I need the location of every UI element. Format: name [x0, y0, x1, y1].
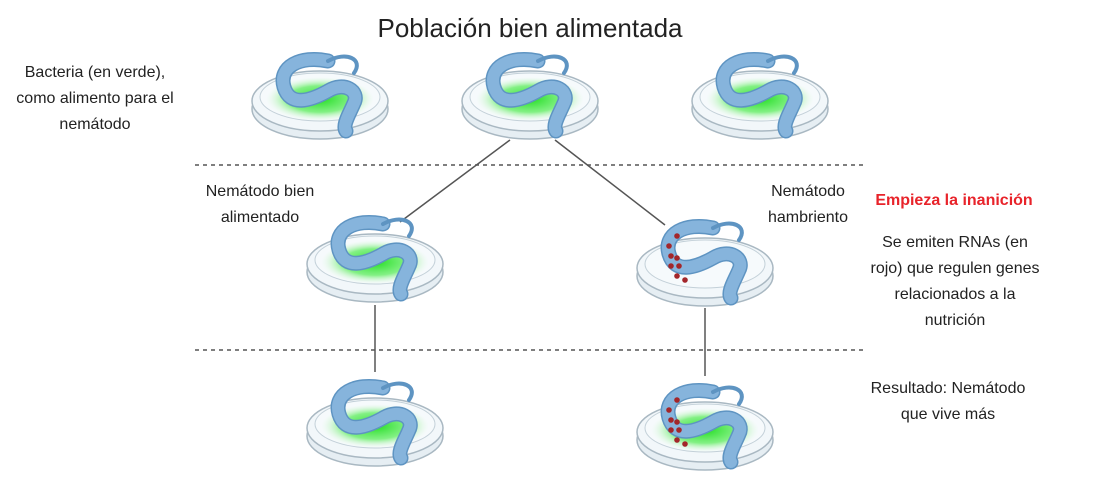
rna-dot — [668, 253, 674, 259]
rna-dot — [674, 255, 680, 261]
nematode-tail — [381, 381, 414, 402]
rna-description: Se emiten RNAs (en rojo) que regulen gen… — [870, 230, 1039, 334]
petri-dish-population-2 — [461, 52, 599, 140]
rna-dot — [666, 407, 672, 413]
nematode-icon — [662, 220, 747, 304]
nematode-icon — [487, 53, 572, 137]
nematode-tail — [711, 385, 744, 406]
bacteria-label-line: Bacteria (en verde), — [24, 64, 166, 81]
bacteria-label: Bacteria (en verde), como alimento para … — [16, 60, 173, 138]
hungry-label-line: Nemátodo — [771, 183, 845, 200]
rna-dot — [666, 243, 672, 249]
rna-description-line: Se emiten RNAs (en — [882, 234, 1028, 251]
hungry-label-line: hambriento — [767, 209, 849, 226]
nematode-icon — [332, 216, 417, 300]
nematode-tail — [711, 221, 744, 242]
well-fed-label-line: alimentado — [220, 209, 300, 226]
petri-dish-well-fed-offspring — [306, 379, 444, 467]
rna-dot — [676, 427, 682, 433]
rna-dot — [674, 419, 680, 425]
rna-dot — [674, 273, 680, 279]
well-fed-label: Nemátodo bien alimentado — [206, 179, 315, 231]
nematode-tail — [326, 54, 359, 75]
connector-to-well-fed — [399, 139, 511, 223]
result-label-line: Resultado: Nemátodo — [870, 380, 1026, 397]
rna-dot — [668, 417, 674, 423]
starvation-label: Empieza la inanición — [875, 192, 1033, 209]
nematode-tail — [766, 54, 799, 75]
rna-dot — [682, 277, 688, 283]
rna-dot — [682, 441, 688, 447]
nematode-icon — [277, 53, 362, 137]
result-label-line: que vive más — [900, 406, 996, 423]
rna-dot — [674, 233, 680, 239]
nematode-icon — [662, 384, 747, 468]
rna-description-line: relacionados a la — [894, 286, 1016, 303]
petri-dish-population-3 — [691, 52, 829, 140]
petri-dish-well-fed — [306, 215, 444, 303]
rna-dot — [668, 427, 674, 433]
well-fed-label-line: Nemátodo bien — [205, 183, 315, 200]
bacteria-label-line: nemátodo — [59, 116, 131, 133]
page-title: Población bien alimentada — [377, 13, 683, 43]
rna-dot — [674, 397, 680, 403]
petri-dish-hungry — [636, 219, 774, 307]
petri-dish-hungry-offspring — [636, 383, 774, 471]
petri-dish-population-1 — [251, 52, 389, 140]
nematode-icon — [717, 53, 802, 137]
bacteria-label-line: como alimento para el — [16, 90, 174, 107]
rna-description-line: nutrición — [924, 312, 986, 329]
connector-to-hungry — [554, 139, 666, 226]
result-label: Resultado: Nemátodo que vive más — [871, 376, 1026, 428]
hungry-label: Nemátodo hambriento — [768, 179, 848, 231]
nematode-icon — [332, 380, 417, 464]
rna-dot — [668, 263, 674, 269]
rna-description-line: rojo) que regulen genes — [870, 260, 1040, 277]
rna-dot — [674, 437, 680, 443]
nematode-tail — [381, 217, 414, 238]
nematode-tail — [536, 54, 569, 75]
rna-dot — [676, 263, 682, 269]
